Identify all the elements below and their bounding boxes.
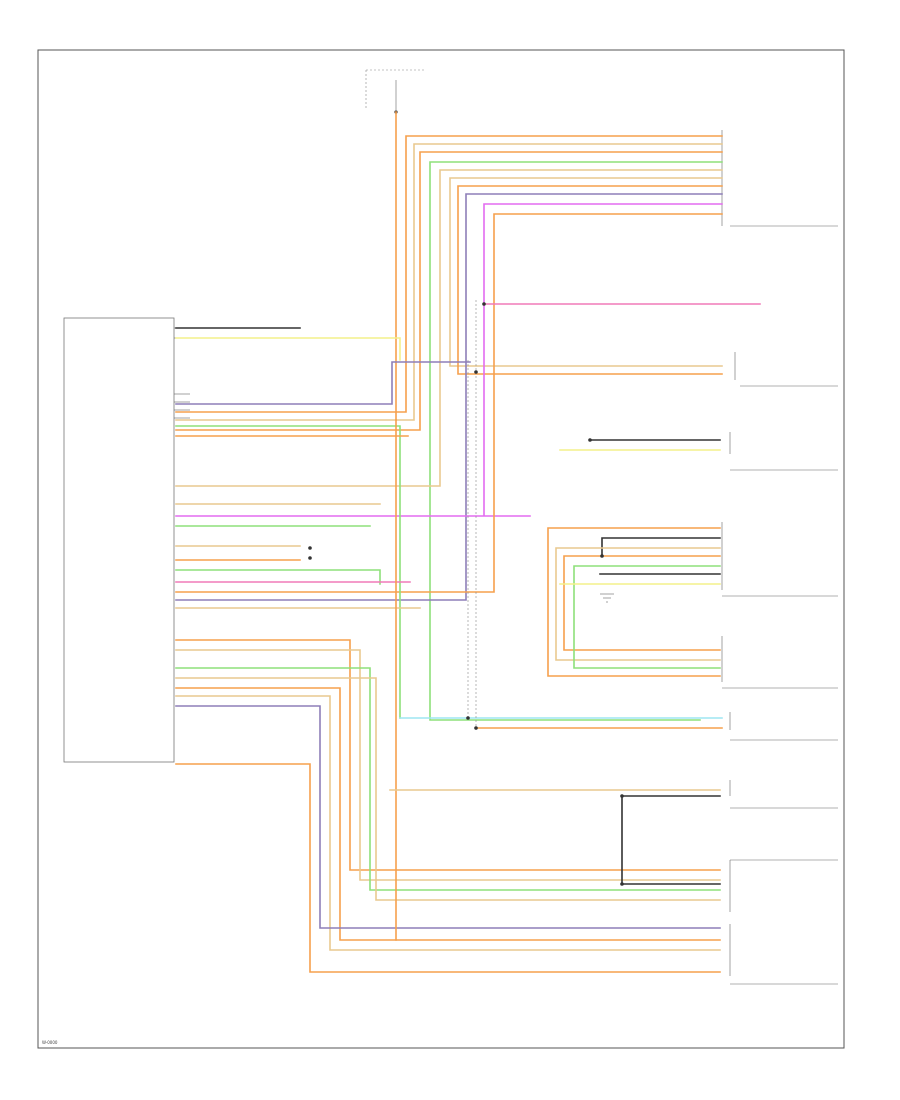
wire-orange-3: [457, 185, 723, 375]
wire-green-4: [175, 569, 381, 585]
wire-orange-1: [175, 135, 723, 413]
wire-green-6: [573, 565, 721, 669]
wire-purple-2: [175, 361, 471, 405]
wire-tan-11: [555, 547, 721, 661]
left-control-module: [63, 317, 175, 763]
wire-orange-10: [175, 763, 721, 973]
page-code: W-0000: [42, 1040, 58, 1045]
wire-orange-12: [547, 527, 721, 677]
wire-tan-7: [175, 649, 721, 881]
wire-tan-3: [449, 177, 723, 367]
wire-tan-9: [175, 695, 721, 951]
splice-dots: [308, 302, 624, 886]
wire-tan-1: [175, 143, 723, 421]
wire-orange-9: [175, 687, 721, 941]
wire-orange-8: [175, 639, 721, 871]
diagram-frame: [37, 49, 845, 1049]
wire-tan-8: [175, 677, 721, 901]
ground-symbol-1: [600, 593, 614, 603]
wire-black-1: [601, 537, 721, 557]
wire-magenta-1: [175, 203, 723, 517]
wire-purple-1: [175, 193, 723, 601]
wire-orange-13: [563, 555, 721, 651]
wire-green-5: [175, 667, 721, 891]
wire-orange-4: [175, 213, 723, 593]
wire-purple-3: [175, 705, 721, 929]
wire-tan-2: [175, 169, 723, 487]
wire-green-2: [175, 425, 401, 719]
right-connectors: [721, 130, 838, 985]
wire-orange-2: [175, 151, 723, 431]
wire-green-1: [429, 161, 723, 721]
wire-yellow-ign: [175, 337, 401, 361]
power-distribution-box: [365, 69, 426, 114]
